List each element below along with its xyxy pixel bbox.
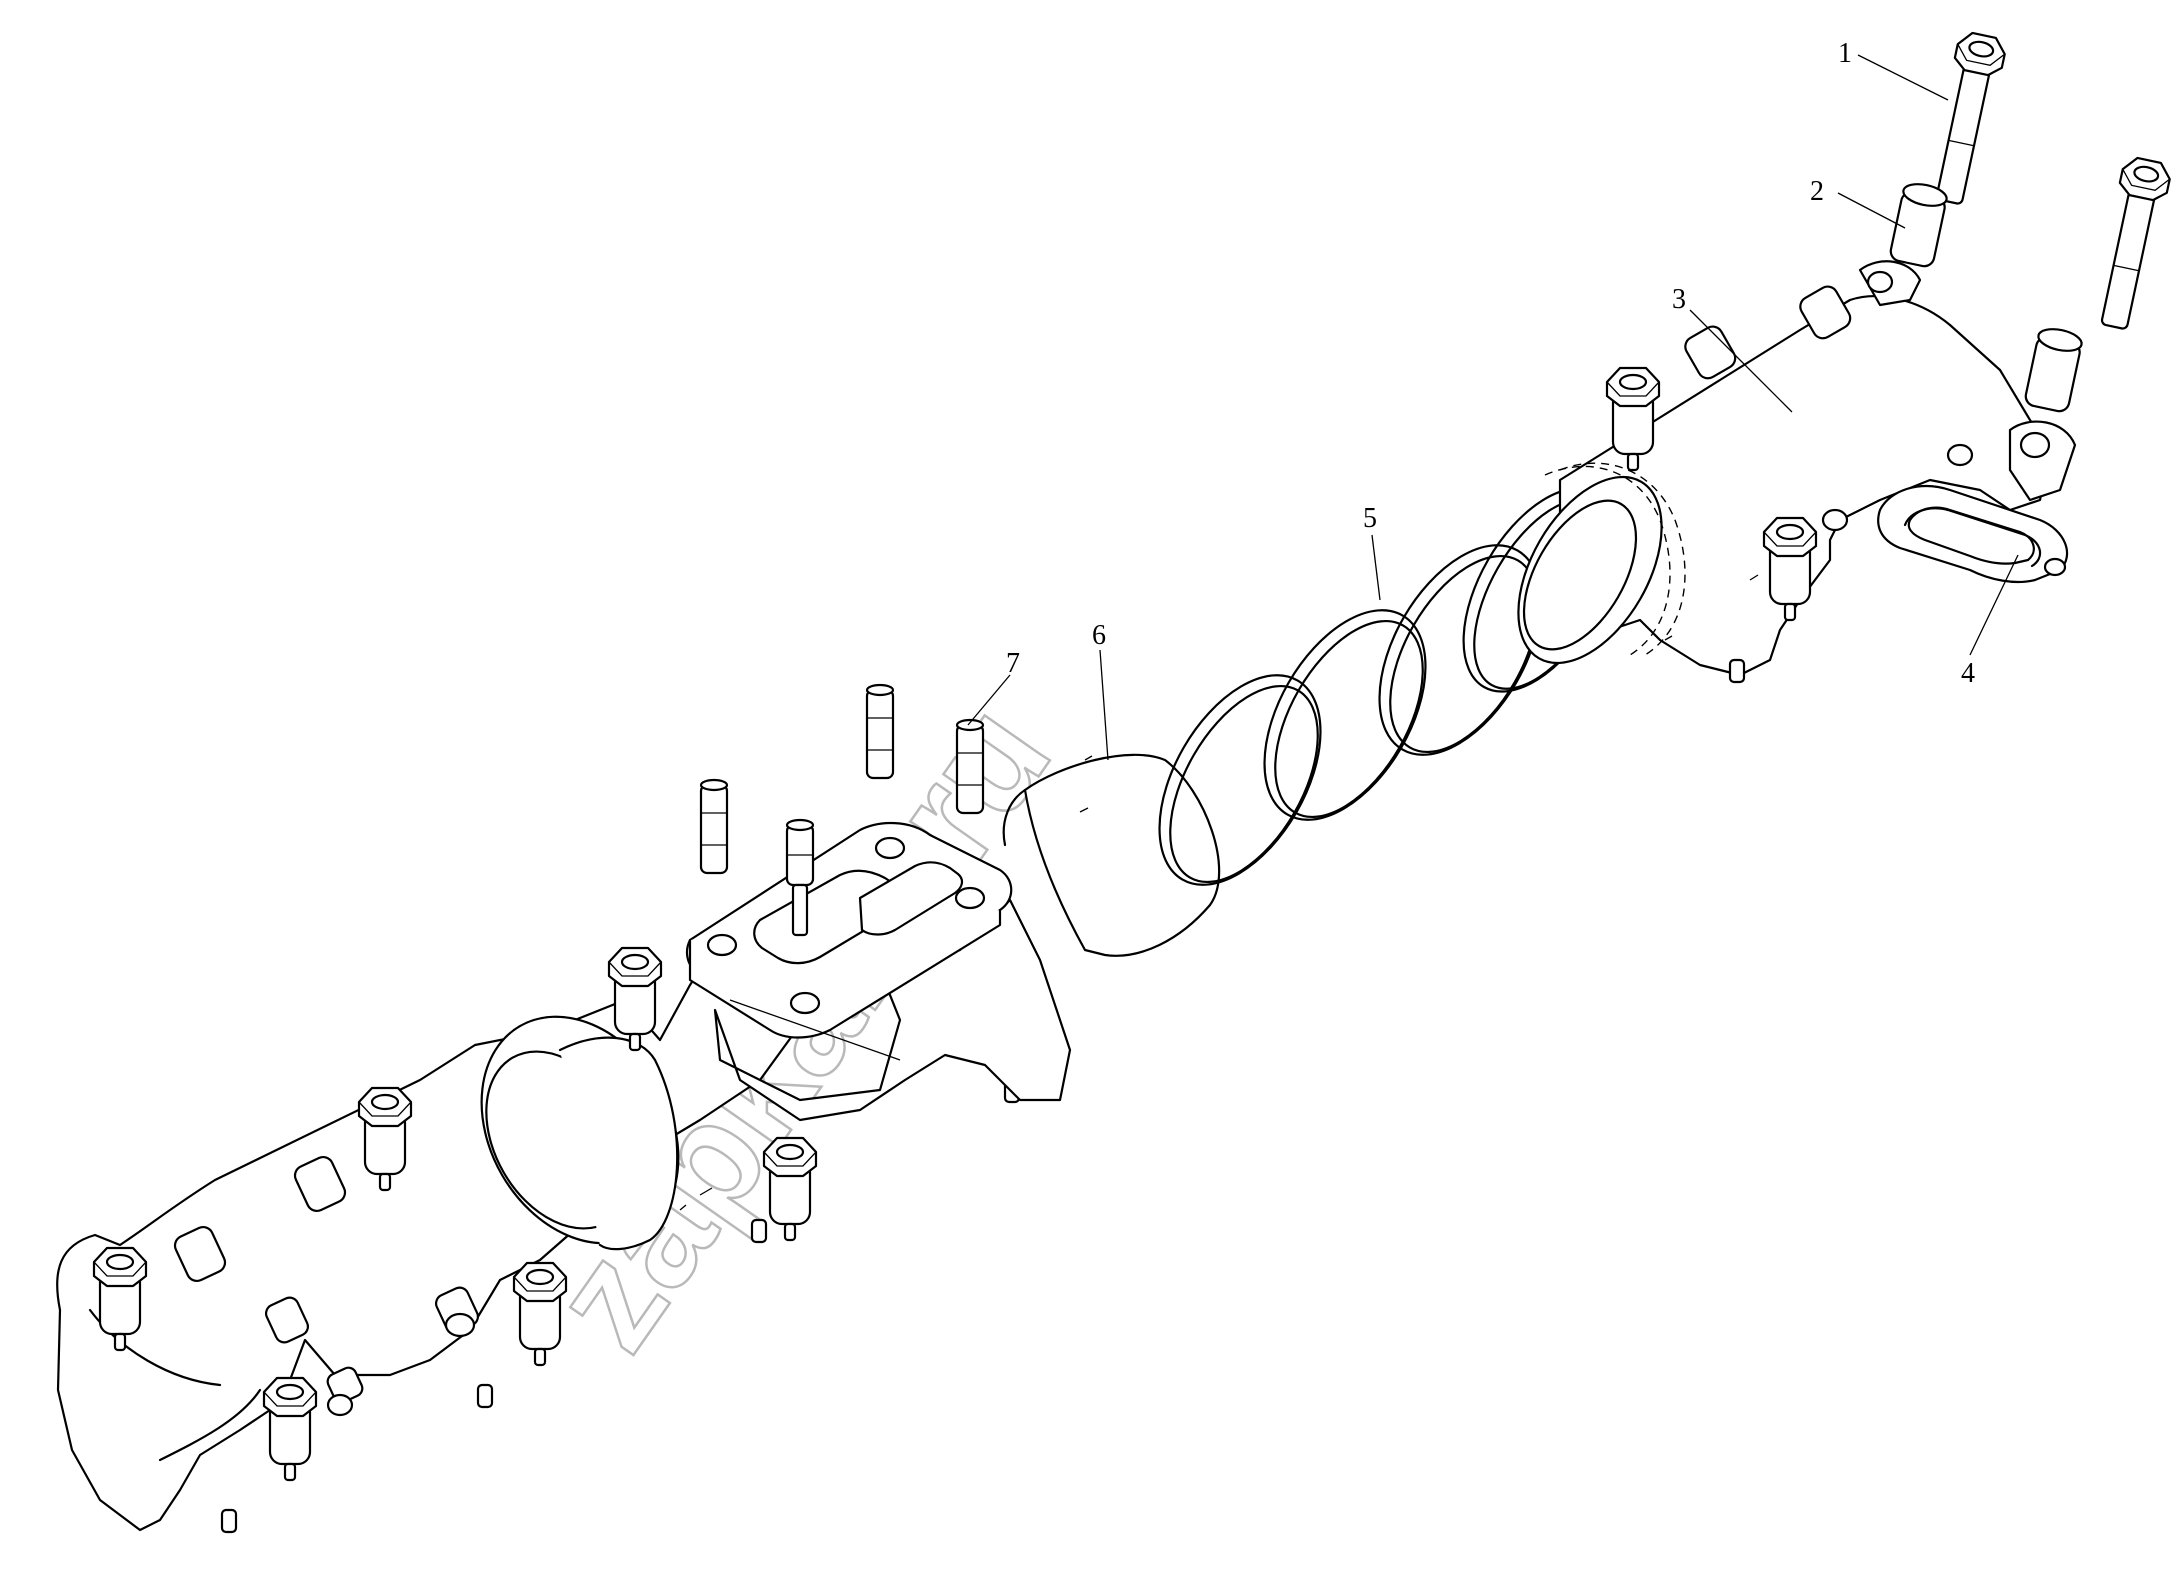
spacer-part-2	[1889, 183, 2083, 413]
callout-7: 7	[1006, 648, 1020, 679]
callout-2: 2	[1810, 176, 1824, 207]
gasket-part-4	[1877, 485, 2069, 584]
callout-labels: 1 2 3 4 5 6 7	[1006, 38, 1975, 689]
callout-6: 6	[1092, 620, 1106, 651]
sleeve-part-6	[1002, 753, 1221, 957]
callout-1: 1	[1838, 38, 1852, 69]
callout-5: 5	[1363, 503, 1377, 534]
bolt-part-1	[1935, 31, 2171, 330]
leader-lines	[967, 54, 2019, 761]
left-manifold-section	[56, 968, 1021, 1534]
right-manifold-part-3	[1517, 260, 2077, 684]
turbo-flange-section	[685, 821, 1072, 1122]
turbo-studs	[699, 683, 985, 937]
callout-4: 4	[1961, 658, 1975, 689]
callout-3: 3	[1672, 284, 1686, 315]
